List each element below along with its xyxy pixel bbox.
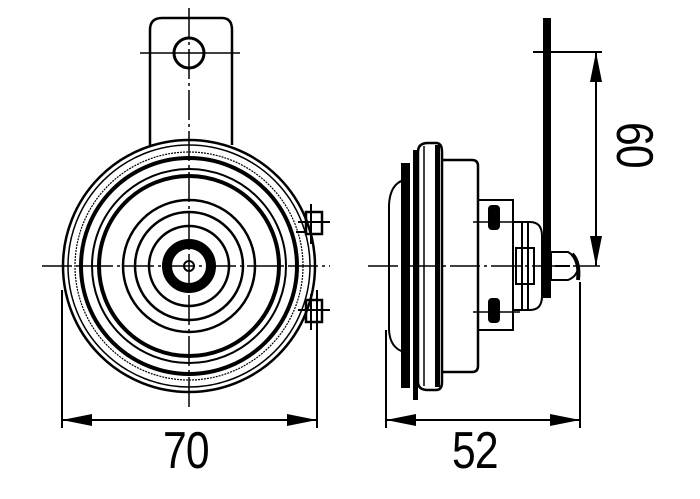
outer-rim bbox=[61, 138, 317, 394]
terminal-lower bbox=[298, 294, 330, 330]
dimension-label-bracket-height: 60 bbox=[605, 122, 663, 168]
dimension-label-diameter: 70 bbox=[163, 422, 210, 480]
terminal-upper bbox=[296, 204, 330, 244]
rim bbox=[416, 141, 444, 392]
bracket-strap bbox=[543, 18, 551, 298]
side-view bbox=[368, 18, 602, 428]
front-dome bbox=[388, 179, 405, 353]
dimension-60 bbox=[533, 51, 602, 266]
nut bbox=[512, 221, 543, 311]
dimension-52 bbox=[385, 282, 581, 428]
center-boss bbox=[162, 239, 216, 293]
mounting-bracket bbox=[148, 16, 234, 145]
dimension-70 bbox=[61, 290, 318, 428]
dimension-label-depth: 52 bbox=[452, 422, 499, 480]
front-view bbox=[42, 8, 330, 428]
